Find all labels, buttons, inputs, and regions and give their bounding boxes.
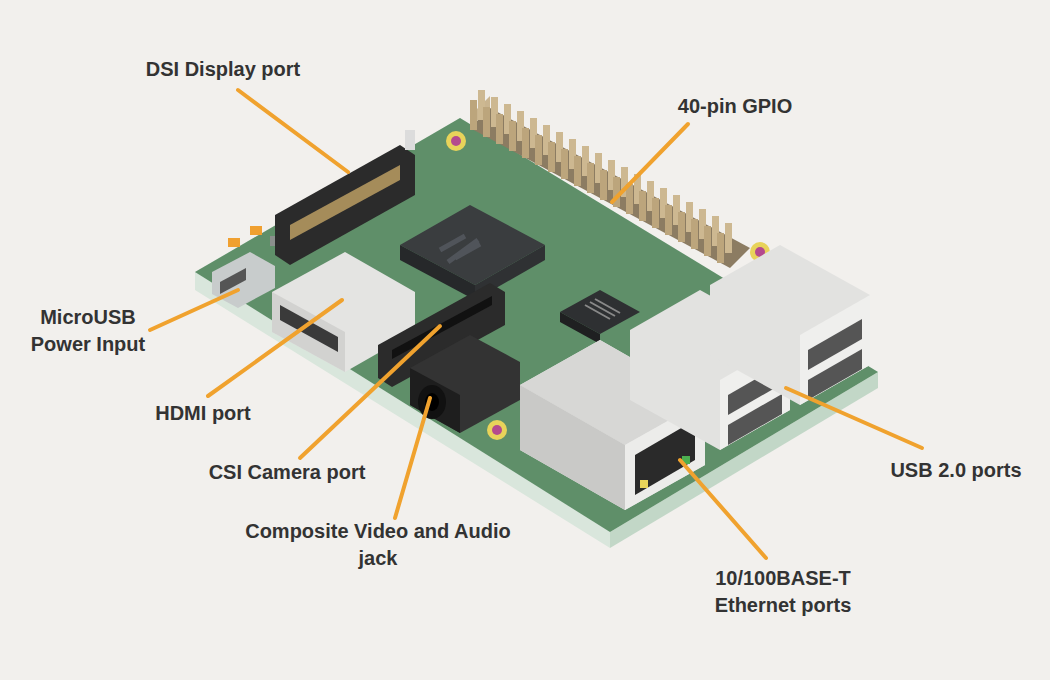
leader-lines xyxy=(150,90,922,558)
illustration-part xyxy=(395,398,430,518)
illustration-part xyxy=(548,142,555,172)
illustration-part xyxy=(410,368,460,433)
illustration-part xyxy=(639,191,646,221)
illustration-part xyxy=(600,170,607,200)
illustration-part xyxy=(612,124,688,202)
illustration-part xyxy=(691,219,698,249)
illustration-part xyxy=(587,163,594,193)
part-label: MicroUSB Power Input xyxy=(13,304,163,358)
illustration-part xyxy=(728,394,782,445)
illustration-part xyxy=(238,90,348,172)
illustration-part xyxy=(680,460,766,558)
illustration-part xyxy=(290,165,400,240)
illustration-part xyxy=(446,131,466,151)
dsi-connector xyxy=(275,130,415,265)
audio-jack xyxy=(410,335,520,433)
part-label: 40-pin GPIO xyxy=(645,93,825,120)
illustration-part xyxy=(400,205,545,285)
illustration-part xyxy=(725,223,732,253)
illustration-part xyxy=(522,128,529,158)
illustration-part xyxy=(440,236,480,262)
illustration-part xyxy=(150,290,238,330)
illustration-part xyxy=(470,100,477,130)
illustration-part xyxy=(585,299,620,319)
illustration-part xyxy=(704,226,711,256)
illustration-part xyxy=(520,385,625,510)
illustration-part xyxy=(678,212,685,242)
illustration-part xyxy=(208,300,342,396)
illustration-part xyxy=(665,205,672,235)
illustration-part xyxy=(800,295,870,405)
illustration-part xyxy=(710,245,870,405)
illustration-part xyxy=(635,420,695,495)
illustration-part xyxy=(535,135,542,165)
part-label: DSI Display port xyxy=(113,56,333,83)
part-label: HDMI port xyxy=(123,400,283,427)
board xyxy=(195,118,878,548)
illustration-part xyxy=(410,335,520,433)
illustration-part xyxy=(405,130,415,150)
illustration-part xyxy=(496,114,503,144)
illustration-part xyxy=(418,385,446,419)
part-label: Composite Video and Audio jack xyxy=(243,518,513,572)
illustration-part xyxy=(561,149,568,179)
illustration-part xyxy=(280,305,338,352)
illustration-part xyxy=(492,425,502,435)
part-label: CSI Camera port xyxy=(187,459,387,486)
part-label: 10/100BASE-T Ethernet ports xyxy=(683,565,883,619)
illustration-part xyxy=(483,107,490,137)
illustration-part xyxy=(717,233,724,263)
illustration-part xyxy=(509,121,516,151)
illustration-part xyxy=(195,118,878,548)
illustration-part xyxy=(786,388,922,448)
illustration-part xyxy=(250,226,262,235)
small-chip xyxy=(560,290,640,344)
illustration-part xyxy=(652,198,659,228)
illustration-part xyxy=(487,420,507,440)
illustration-part xyxy=(560,312,600,344)
illustration-part xyxy=(451,136,461,146)
illustration-part xyxy=(640,480,648,488)
illustration-part xyxy=(574,156,581,186)
part-label: USB 2.0 ports xyxy=(866,457,1046,484)
illustration-part xyxy=(275,145,415,265)
illustration-part xyxy=(808,349,862,400)
illustration-part xyxy=(228,238,240,247)
soc-chip xyxy=(400,205,545,300)
usb-ports xyxy=(630,245,870,450)
